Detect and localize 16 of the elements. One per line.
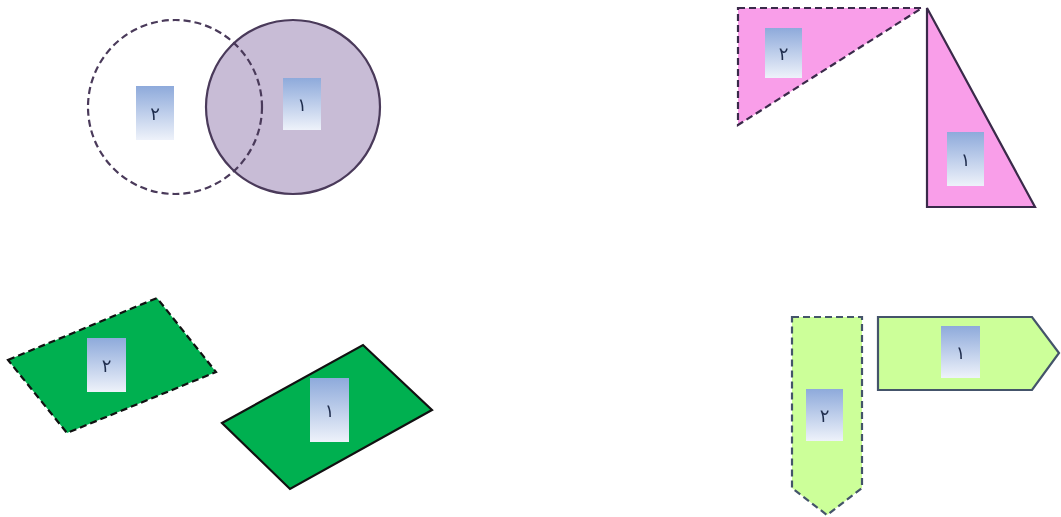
number-label: ١ — [947, 132, 984, 186]
triangle — [927, 8, 1035, 207]
number-label: ١ — [310, 378, 349, 442]
pentagon-arrow — [878, 317, 1059, 390]
number-label: ٢ — [87, 338, 126, 392]
dashed-parallelogram — [8, 298, 216, 433]
number-label: ٢ — [136, 86, 174, 140]
circle — [205, 19, 381, 195]
dashed-pentagon-arrow — [792, 317, 862, 515]
number-label: ١ — [283, 78, 321, 130]
dashed-triangle — [738, 8, 922, 125]
dashed-circle — [87, 19, 263, 195]
number-label: ١ — [941, 326, 980, 378]
number-label: ٢ — [806, 389, 843, 441]
parallelogram — [222, 345, 432, 489]
number-label: ٢ — [765, 28, 802, 78]
